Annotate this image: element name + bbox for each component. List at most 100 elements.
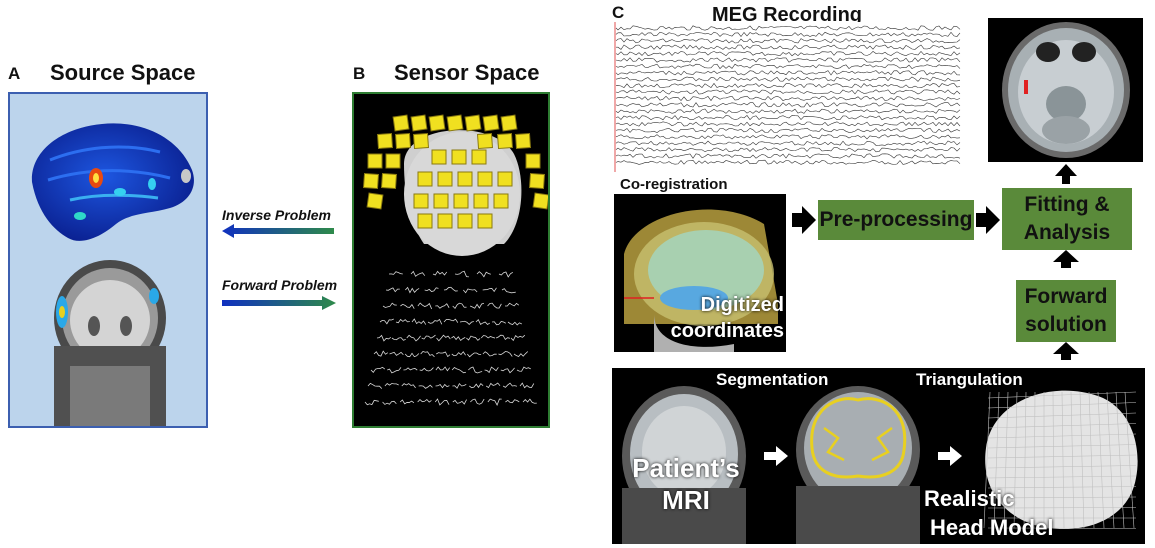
coregistration-title: Co-registration bbox=[620, 176, 728, 193]
triangulation-label: Triangulation bbox=[916, 370, 1023, 389]
coronal-mri-image bbox=[54, 260, 166, 426]
sensor-trace bbox=[410, 270, 426, 277]
sensor-trace bbox=[399, 399, 415, 405]
sensor-trace bbox=[443, 318, 459, 323]
meg-trace bbox=[615, 127, 961, 133]
sensor-square bbox=[493, 193, 509, 209]
sensor-trace bbox=[427, 318, 443, 325]
sensor-trace bbox=[388, 271, 403, 275]
sensor-trace bbox=[500, 367, 515, 374]
sensor-trace bbox=[382, 400, 397, 405]
cortex-surface-image bbox=[31, 123, 194, 241]
sensor-trace bbox=[475, 319, 491, 325]
sensor-trace bbox=[424, 287, 439, 292]
sensor-square bbox=[412, 132, 430, 150]
sensor-trace bbox=[468, 366, 483, 374]
sensor-square bbox=[464, 114, 482, 132]
sensor-trace bbox=[367, 382, 383, 389]
mesh-line bbox=[983, 391, 991, 529]
meg-trace bbox=[615, 114, 961, 121]
sensor-trace bbox=[482, 351, 497, 357]
inverse-problem-arrow bbox=[222, 224, 334, 238]
sensor-trace bbox=[435, 383, 450, 389]
mri-strip-images bbox=[622, 386, 1138, 544]
meg-trace bbox=[615, 31, 961, 37]
fitting-line-2: Analysis bbox=[1023, 221, 1111, 244]
sensor-trace bbox=[421, 334, 436, 340]
mesh-line bbox=[987, 433, 1137, 439]
mesh-line bbox=[1052, 391, 1055, 529]
mesh-line bbox=[1070, 391, 1075, 529]
head-model-label: Realistic Head Model bbox=[924, 484, 1053, 542]
sensor-trace bbox=[498, 351, 513, 357]
sensor-square bbox=[417, 213, 433, 229]
axial-mri-panel bbox=[988, 18, 1143, 162]
sensor-square bbox=[497, 171, 513, 187]
sensor-trace bbox=[513, 351, 529, 358]
sensor-trace bbox=[385, 287, 400, 293]
panel-b-letter: B bbox=[353, 64, 366, 83]
mesh-line bbox=[987, 486, 1137, 489]
mesh-line bbox=[987, 412, 1137, 419]
sensor-trace bbox=[502, 382, 518, 388]
sensor-square bbox=[431, 149, 447, 165]
mesh-line bbox=[987, 496, 1137, 499]
axial-mri-image bbox=[1002, 22, 1130, 158]
sensor-trace bbox=[451, 367, 466, 374]
sensor-trace bbox=[403, 367, 418, 371]
mesh-line bbox=[987, 465, 1137, 469]
sensor-square bbox=[366, 192, 384, 210]
sensor-square bbox=[496, 132, 514, 150]
sensor-square bbox=[433, 193, 449, 209]
meg-trace bbox=[615, 102, 961, 108]
sensor-square bbox=[514, 132, 532, 150]
meg-trace bbox=[615, 82, 961, 89]
sensor-trace bbox=[487, 302, 502, 309]
sensor-square bbox=[477, 213, 493, 229]
fitting-line-1: Fitting & bbox=[1024, 193, 1110, 216]
sensor-square bbox=[437, 213, 453, 229]
sensor-trace bbox=[498, 271, 513, 278]
digitized-line-2: coordinates bbox=[670, 320, 784, 342]
sensor-trace bbox=[417, 398, 432, 403]
sensor-trace bbox=[482, 287, 497, 293]
patient-line-2: MRI bbox=[662, 485, 710, 515]
sensor-square bbox=[410, 114, 428, 132]
meg-trace bbox=[615, 134, 961, 140]
patient-mri-label: Patient’s MRI bbox=[626, 452, 746, 516]
sensor-square bbox=[392, 114, 410, 132]
arrow-fitting-to-mri bbox=[1055, 164, 1077, 184]
inverse-problem-label: Inverse Problem bbox=[222, 207, 331, 223]
sensor-square bbox=[525, 153, 541, 169]
sensor-square bbox=[500, 114, 518, 132]
sensor-square bbox=[532, 192, 548, 210]
mesh-line bbox=[1003, 391, 1009, 529]
meg-trace bbox=[615, 159, 961, 165]
mesh-line bbox=[987, 454, 1137, 459]
sensor-trace bbox=[501, 288, 516, 294]
meg-trace bbox=[615, 121, 961, 127]
sensor-square bbox=[367, 153, 383, 169]
meg-trace bbox=[615, 57, 961, 63]
sensor-trace bbox=[485, 382, 501, 389]
meg-trace bbox=[616, 44, 961, 50]
sensor-trace bbox=[401, 383, 416, 389]
meg-trace bbox=[615, 25, 961, 31]
mri-processing-strip: Segmentation Triangulation Patient’s MRI… bbox=[612, 368, 1145, 544]
sensor-trace bbox=[504, 302, 520, 307]
sensor-trace bbox=[418, 384, 433, 389]
coregistration-panel: Digitized coordinates bbox=[614, 194, 786, 352]
sensor-trace bbox=[443, 286, 458, 292]
mesh-line bbox=[1115, 391, 1125, 529]
sensor-trace bbox=[495, 334, 511, 341]
meg-trace bbox=[615, 89, 961, 95]
mesh-line bbox=[1097, 391, 1105, 529]
mesh-line bbox=[1013, 391, 1018, 529]
sensor-trace bbox=[384, 383, 399, 387]
arrow-strip-to-forward bbox=[1053, 342, 1079, 360]
digitized-coordinates-label: Digitized coordinates bbox=[671, 292, 784, 344]
sensor-trace bbox=[491, 321, 506, 326]
sensor-trace bbox=[484, 366, 499, 374]
sensor-trace bbox=[395, 318, 410, 324]
sensor-trace bbox=[376, 334, 392, 342]
